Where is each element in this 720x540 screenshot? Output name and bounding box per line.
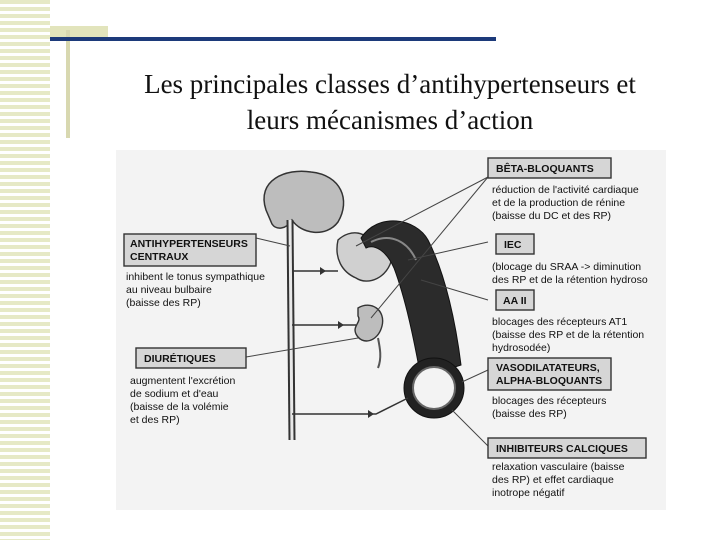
svg-text:INHIBITEURS CALCIQUES: INHIBITEURS CALCIQUES (496, 443, 628, 455)
beta-desc-1: réduction de l'activité cardiaque (492, 184, 639, 196)
svg-text:DIURÉTIQUES: DIURÉTIQUES (144, 352, 216, 365)
vaso-title-2: ALPHA-BLOQUANTS (496, 375, 602, 387)
centraux-title-2: CENTRAUX (130, 251, 188, 263)
calc-desc-2: des RP) et effet cardiaque (492, 474, 614, 486)
label-inhibiteurs-calciques: INHIBITEURS CALCIQUES relaxation vascula… (487, 437, 647, 499)
decorative-accent-bar (66, 30, 70, 138)
aa2-title: AA II (503, 295, 527, 307)
beta-title: BÊTA-BLOQUANTS (496, 162, 594, 175)
iec-desc-2: des RP et de la rétention hydroso (492, 274, 648, 286)
calc-desc-3: inotrope négatif (492, 487, 564, 499)
beta-desc-2: et de la production de rénine (492, 197, 625, 209)
leader-lines (245, 176, 489, 447)
diur-desc-4: et des RP) (130, 414, 180, 426)
svg-text:BÊTA-BLOQUANTS: BÊTA-BLOQUANTS (496, 162, 594, 175)
aa2-desc-3: hydrosodée) (492, 342, 550, 354)
diagram-canvas: BÊTA-BLOQUANTS réduction de l'activité c… (123, 157, 648, 499)
vessel-illustration (360, 220, 462, 379)
svg-text:blocages des récepteurs(baisse: blocages des récepteurs(baisse des RP) (492, 395, 606, 420)
svg-text:blocages des récepteurs AT1(ba: blocages des récepteurs AT1(baisse des R… (492, 316, 644, 354)
nerve-connections (292, 267, 409, 418)
svg-text:VASODILATATEURS,ALPHA-BLOQUANT: VASODILATATEURS,ALPHA-BLOQUANTS (496, 362, 602, 387)
beta-desc-3: (baisse du DC et des RP) (492, 210, 611, 222)
vaso-desc-1: blocages des récepteurs (492, 395, 606, 407)
slide-title-line-1: Les principales classes d’antihypertense… (144, 69, 636, 99)
aa2-desc-1: blocages des récepteurs AT1 (492, 316, 627, 328)
diur-desc-2: de sodium et d'eau (130, 388, 219, 400)
label-beta-bloquants: BÊTA-BLOQUANTS réduction de l'activité c… (487, 157, 639, 222)
iec-title: IEC (504, 239, 522, 251)
centraux-desc-1: inhibent le tonus sympathique (126, 271, 265, 283)
vaso-desc-2: (baisse des RP) (492, 408, 567, 420)
mechanism-diagram: BÊTA-BLOQUANTS réduction de l'activité c… (116, 150, 666, 510)
centraux-desc-2: au niveau bulbaire (126, 284, 212, 296)
centraux-title-1: ANTIHYPERTENSEURS (130, 238, 248, 250)
diur-desc-3: (baisse de la volémie (130, 401, 229, 413)
label-vasodilatateurs: VASODILATATEURS,ALPHA-BLOQUANTS blocages… (487, 357, 612, 420)
vaso-title-1: VASODILATATEURS, (496, 362, 600, 374)
title-rule (50, 37, 496, 41)
iec-desc-1: (blocage du SRAA -> diminution (492, 261, 641, 273)
svg-text:IEC: IEC (504, 239, 522, 251)
decorative-accent-box (50, 26, 108, 38)
kidney-illustration (354, 304, 384, 342)
centraux-desc-3: (baisse des RP) (126, 297, 201, 309)
calc-title: INHIBITEURS CALCIQUES (496, 443, 628, 455)
diur-title: DIURÉTIQUES (144, 352, 216, 365)
calc-desc-1: relaxation vasculaire (baisse (492, 461, 625, 473)
svg-text:AA II: AA II (503, 295, 527, 307)
diur-desc-1: augmentent l'excrétion (130, 375, 235, 387)
slide-title: Les principales classes d’antihypertense… (70, 66, 710, 138)
slide-title-line-2: leurs mécanismes d’action (246, 105, 534, 135)
brain-illustration (263, 170, 345, 233)
decorative-stripes (0, 0, 50, 540)
aa2-desc-2: (baisse des RP et de la rétention (492, 329, 644, 341)
label-aa2: AA II blocages des récepteurs AT1(baisse… (492, 289, 644, 354)
